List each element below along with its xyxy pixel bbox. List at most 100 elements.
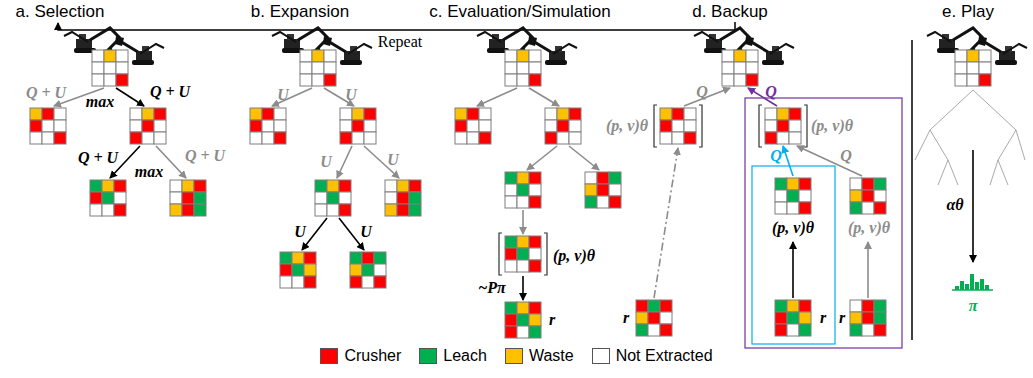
math-label: Q xyxy=(770,147,782,165)
math-label: U xyxy=(360,223,372,241)
grid-cell xyxy=(775,202,787,214)
tree-arrow xyxy=(867,242,869,298)
grid-cell xyxy=(517,62,529,74)
grid-cell xyxy=(955,62,967,74)
grid-cell xyxy=(517,50,529,62)
grid-cell xyxy=(775,312,787,324)
grid-cell xyxy=(734,50,746,62)
grid-cell xyxy=(787,190,799,202)
grid-cell xyxy=(397,204,409,216)
grid-cell xyxy=(312,50,324,62)
grid-cell xyxy=(672,108,684,120)
mine-grid xyxy=(505,236,541,272)
grid-cell xyxy=(862,300,874,312)
math-label: U xyxy=(345,86,357,104)
grid-cell xyxy=(352,132,364,144)
grid-cell xyxy=(352,108,364,120)
grid-cell xyxy=(505,74,517,86)
tree-arrow xyxy=(337,146,352,178)
grid-cell xyxy=(324,74,336,86)
math-label: Q + U xyxy=(185,147,225,165)
mine-grid xyxy=(340,108,376,144)
grid-cell xyxy=(350,264,362,276)
math-label: r xyxy=(820,309,826,327)
mine-grid xyxy=(280,252,316,288)
grid-cell xyxy=(340,108,352,120)
grid-cell xyxy=(54,132,66,144)
excavator-icon xyxy=(312,40,372,65)
grid-cell xyxy=(262,132,274,144)
grid-cell xyxy=(90,180,102,192)
backup-region xyxy=(745,98,902,348)
grid-cell xyxy=(597,184,609,196)
tree-branch xyxy=(938,160,948,185)
grid-cell xyxy=(505,184,517,196)
grid-cell xyxy=(315,192,327,204)
grid-cell xyxy=(154,108,166,120)
grid-cell xyxy=(850,300,862,312)
grid-cell xyxy=(545,132,557,144)
mine-grid xyxy=(300,50,336,86)
grid-cell xyxy=(327,192,339,204)
excavator-icon xyxy=(967,40,1027,65)
grid-cell xyxy=(116,74,128,86)
math-label: Q + U xyxy=(150,83,190,101)
grid-cell xyxy=(529,196,541,208)
grid-cell xyxy=(597,172,609,184)
grid-cell xyxy=(42,108,54,120)
panel-title: a. Selection xyxy=(16,3,105,22)
math-label: (p, v)θ xyxy=(772,219,814,237)
tree-arrow xyxy=(797,146,862,176)
tree-arrow xyxy=(522,210,524,234)
math-label: r xyxy=(549,311,555,329)
grid-cell xyxy=(684,108,696,120)
grid-cell xyxy=(300,62,312,74)
math-label: max xyxy=(86,93,114,111)
grid-cell xyxy=(467,120,479,132)
grid-cell xyxy=(505,50,517,62)
grid-cell xyxy=(324,50,336,62)
grid-cell xyxy=(292,252,304,264)
excavator-icon xyxy=(272,28,332,53)
mine-grid xyxy=(90,180,126,216)
grid-cell xyxy=(850,190,862,202)
tree-branch xyxy=(990,160,998,185)
excavator-icon xyxy=(64,28,124,53)
grid-cell xyxy=(517,314,529,326)
grid-cell xyxy=(517,184,529,196)
math-label: U xyxy=(320,153,332,171)
legend-text: Crusher xyxy=(344,347,401,365)
grid-cell xyxy=(374,276,386,288)
bracket xyxy=(654,105,702,147)
mine-grid xyxy=(722,50,758,86)
grid-cell xyxy=(114,204,126,216)
grid-cell xyxy=(529,302,541,314)
math-label: Q + U xyxy=(26,84,66,102)
grid-cell xyxy=(102,192,114,204)
grid-cell xyxy=(274,132,286,144)
grid-cell xyxy=(787,324,799,336)
grid-cell xyxy=(967,50,979,62)
panel-title: b. Expansion xyxy=(251,3,349,22)
grid-cell xyxy=(672,132,684,144)
grid-cell xyxy=(374,252,386,264)
grid-cell xyxy=(787,202,799,214)
grid-cell xyxy=(529,248,541,260)
math-label: U xyxy=(294,223,306,241)
grid-cell xyxy=(300,74,312,86)
grid-cell xyxy=(746,74,758,86)
grid-cell xyxy=(799,190,811,202)
grid-cell xyxy=(170,180,182,192)
grid-cell xyxy=(775,300,787,312)
mine-grid xyxy=(170,180,206,216)
grid-cell xyxy=(339,180,351,192)
grid-cell xyxy=(517,326,529,338)
grid-cell xyxy=(557,108,569,120)
grid-cell xyxy=(787,312,799,324)
mine-grid xyxy=(505,50,541,86)
excavator-icon xyxy=(517,40,577,65)
excavator-icon xyxy=(477,28,537,53)
math-label: r xyxy=(623,309,629,327)
grid-cell xyxy=(517,302,529,314)
grid-cell xyxy=(799,312,811,324)
